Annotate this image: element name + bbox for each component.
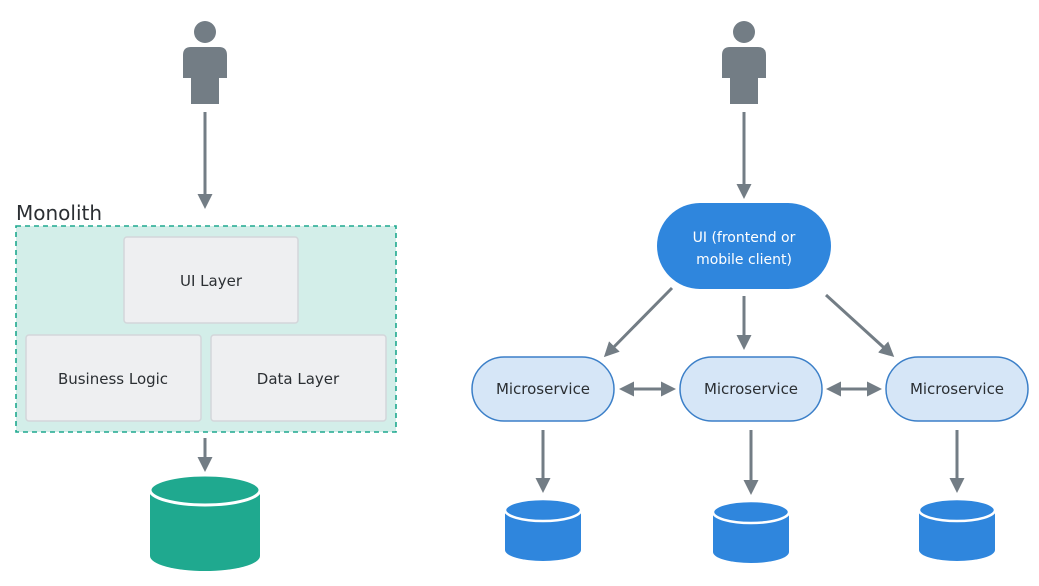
microservice-1-label: Microservice	[496, 380, 590, 398]
ui-layer-box: UI Layer	[123, 236, 299, 324]
ui-layer-label: UI Layer	[180, 272, 243, 290]
arrow-ui-to-service-1	[603, 286, 674, 358]
ui-frontend-node: UI (frontend or mobile client)	[657, 203, 831, 289]
microservices-user-person-icon	[722, 21, 766, 104]
microservice-node-1: Microservice	[471, 356, 615, 422]
data-layer-box: Data Layer	[210, 334, 387, 422]
business-logic-box: Business Logic	[25, 334, 202, 422]
monolith-database-cylinder-icon	[148, 473, 262, 571]
microservices-section: UI (frontend or mobile client) Microserv…	[471, 21, 1029, 563]
microservice-2-label: Microservice	[704, 380, 798, 398]
monolith-title: Monolith	[16, 201, 102, 225]
monolith-user-person-icon	[183, 21, 227, 104]
ui-node-label-line1: UI (frontend or	[693, 230, 796, 246]
business-logic-label: Business Logic	[58, 370, 168, 388]
service-2-database-cylinder-icon	[711, 499, 791, 563]
monolith-section: Monolith UI Layer Business Logic Data La…	[15, 21, 397, 571]
arrow-ui-to-service-3	[824, 293, 895, 358]
service-1-database-cylinder-icon	[503, 497, 583, 561]
microservice-node-3: Microservice	[885, 356, 1029, 422]
microservice-3-label: Microservice	[910, 380, 1004, 398]
ui-node-label-line2: mobile client)	[696, 252, 792, 268]
service-3-database-cylinder-icon	[917, 497, 997, 561]
data-layer-label: Data Layer	[257, 370, 340, 388]
microservice-node-2: Microservice	[679, 356, 823, 422]
